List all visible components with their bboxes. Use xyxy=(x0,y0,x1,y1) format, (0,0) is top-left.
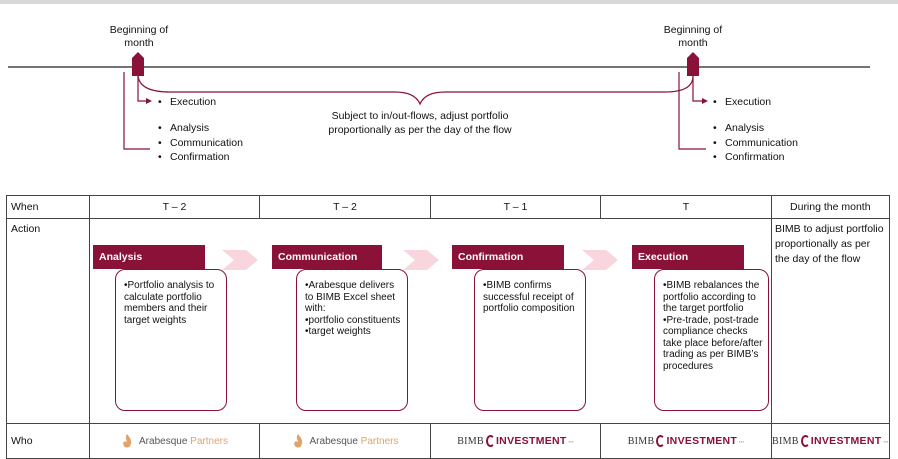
stage-box: •Portfolio analysis to calculate portfol… xyxy=(115,269,227,411)
stage-title: Communication xyxy=(272,245,382,269)
when-cell: T – 2 xyxy=(89,195,260,219)
right-beginning-of-month-label: Beginning of month xyxy=(663,24,723,49)
arabesque-logo: Arabesque Partners xyxy=(260,428,430,454)
stage-title: Analysis xyxy=(93,245,205,269)
chevron-arrow xyxy=(582,250,618,270)
right-bullets: Analysis Communication Confirmation xyxy=(713,121,798,165)
chevron-arrow xyxy=(403,250,439,270)
who-label: Who xyxy=(6,423,90,459)
who-cell-arabesque: Arabesque Partners xyxy=(89,423,260,459)
stage-box: •BIMB confirms successful receipt of por… xyxy=(474,269,586,411)
timeline-graphic xyxy=(8,52,870,150)
arabesque-flame-icon xyxy=(123,434,132,448)
stage-title: Confirmation xyxy=(452,245,564,269)
right-month-marker xyxy=(687,52,699,76)
arabesque-logo: Arabesque Partners xyxy=(90,428,259,454)
during-month-text: BIMB to adjust portfolio proportionally … xyxy=(771,218,890,424)
left-month-marker xyxy=(132,52,144,76)
left-bullets: Analysis Communication Confirmation xyxy=(158,121,243,165)
flow-brace xyxy=(137,75,694,106)
top-border xyxy=(0,0,898,4)
right-execution: Execution xyxy=(713,95,771,110)
when-row: When T – 2 T – 2 T – 1 T During the mont… xyxy=(6,195,890,219)
arabesque-flame-icon xyxy=(293,434,302,448)
stage-title: Execution xyxy=(632,245,744,269)
when-cell: T – 2 xyxy=(259,195,431,219)
flow-note: Subject to in/out-flows, adjust portfoli… xyxy=(328,110,512,136)
action-label: Action xyxy=(6,218,90,424)
left-beginning-of-month-label: Beginning of month xyxy=(109,24,169,49)
stage-box: •BIMB rebalances the portfolio according… xyxy=(654,269,769,411)
chevron-arrow xyxy=(222,250,258,270)
left-execution: Execution xyxy=(158,95,216,110)
when-cell: During the month xyxy=(771,195,890,219)
stage-box: •Arabesque delivers to BIMB Excel sheet … xyxy=(296,269,408,411)
